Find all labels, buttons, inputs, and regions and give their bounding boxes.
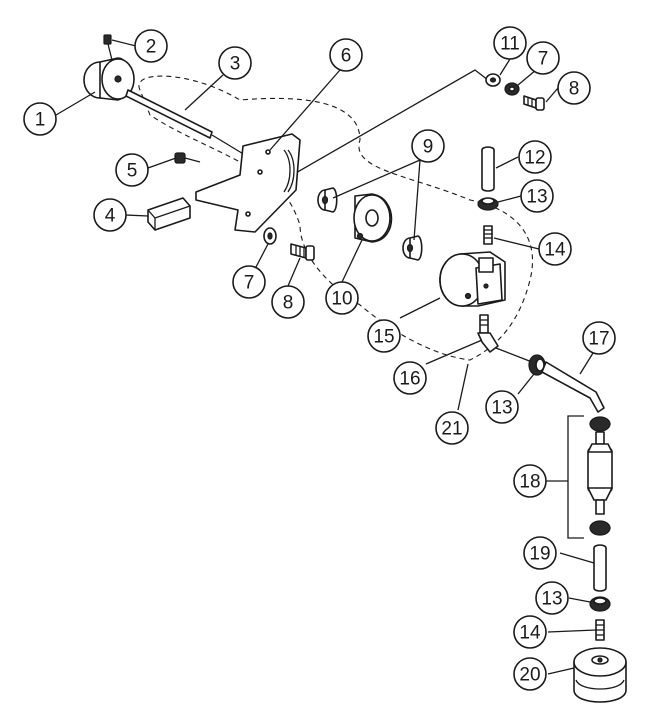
svg-text:10: 10 [331, 289, 352, 310]
bolt-part-8-left [290, 243, 315, 261]
callout-1: 1 [23, 102, 57, 136]
spacer-part-9-a [317, 187, 338, 213]
callout-2: 2 [134, 29, 168, 63]
svg-text:2: 2 [146, 37, 157, 58]
knob-part-1 [83, 57, 135, 101]
svg-text:20: 20 [519, 665, 540, 686]
fitting-part-14-lower [595, 619, 605, 641]
tube-part-12 [481, 146, 495, 192]
svg-text:13: 13 [526, 187, 547, 208]
callout-6: 6 [329, 38, 363, 72]
filter-part-18 [567, 415, 613, 539]
callout-15: 15 [367, 319, 401, 353]
callout-19: 19 [523, 536, 557, 570]
svg-text:19: 19 [529, 544, 550, 565]
callout-18: 18 [513, 464, 547, 498]
callout-10: 10 [325, 281, 359, 315]
callout-8-left: 8 [271, 285, 305, 319]
callout-4: 4 [93, 198, 127, 232]
shaft-part-3 [125, 89, 251, 159]
svg-text:4: 4 [105, 206, 116, 227]
callout-3: 3 [218, 46, 252, 80]
elbow-part-16 [477, 314, 533, 363]
base-part-20 [573, 647, 627, 703]
set-screw-part-2 [103, 34, 113, 61]
pump-housing-part-15 [439, 251, 506, 307]
callout-7-upper: 7 [526, 41, 560, 75]
callout-14-upper: 14 [538, 232, 572, 266]
callout-7-left: 7 [232, 265, 266, 299]
callout-16: 16 [393, 361, 427, 395]
group-outline-upper [138, 75, 534, 361]
svg-text:14: 14 [519, 623, 541, 644]
lock-washer-part-7-upper [504, 82, 520, 96]
callout-13-upper: 13 [520, 179, 554, 213]
screw-part-5 [174, 152, 201, 164]
callout-13-middle: 13 [485, 390, 519, 424]
svg-text:15: 15 [373, 327, 394, 348]
callout-21: 21 [435, 411, 469, 445]
callout-13-lower: 13 [535, 581, 569, 615]
callout-8-upper: 8 [557, 71, 591, 105]
leader-line-11 [239, 69, 489, 206]
svg-text:8: 8 [569, 79, 580, 100]
callout-14-lower: 14 [513, 615, 547, 649]
svg-text:14: 14 [544, 240, 566, 261]
svg-text:8: 8 [283, 293, 294, 314]
svg-text:7: 7 [538, 49, 549, 70]
callout-17: 17 [582, 321, 616, 355]
washer-part-7-left [263, 227, 277, 245]
svg-text:5: 5 [127, 161, 138, 182]
callout-5: 5 [115, 153, 149, 187]
leader-lines [55, 39, 599, 675]
svg-text:18: 18 [519, 472, 540, 493]
svg-text:12: 12 [524, 148, 545, 169]
svg-text:7: 7 [244, 273, 255, 294]
nut-part-13-lower [589, 596, 611, 612]
bracket-part-6 [195, 133, 301, 233]
bent-tube-part-17 [541, 361, 605, 413]
nut-part-13-upper [477, 197, 499, 211]
svg-text:11: 11 [500, 34, 520, 55]
bolt-part-8-upper [523, 95, 545, 111]
svg-text:6: 6 [341, 46, 352, 67]
spacer-part-9-b [402, 235, 423, 261]
svg-text:9: 9 [423, 137, 434, 158]
svg-text:17: 17 [588, 329, 609, 350]
tube-part-19 [593, 544, 607, 592]
cam-part-10 [353, 193, 393, 243]
pad-part-4 [147, 197, 191, 231]
svg-text:16: 16 [399, 369, 420, 390]
svg-text:3: 3 [230, 54, 241, 75]
svg-text:21: 21 [441, 419, 462, 440]
washer-part-11 [485, 73, 501, 87]
callout-11: 11 [493, 26, 527, 60]
callout-12: 12 [518, 140, 552, 174]
svg-text:13: 13 [541, 589, 562, 610]
svg-text:13: 13 [491, 398, 512, 419]
callout-20: 20 [513, 657, 547, 691]
callout-9: 9 [411, 129, 445, 163]
fitting-part-14-upper [483, 225, 493, 245]
svg-text:1: 1 [35, 110, 46, 131]
